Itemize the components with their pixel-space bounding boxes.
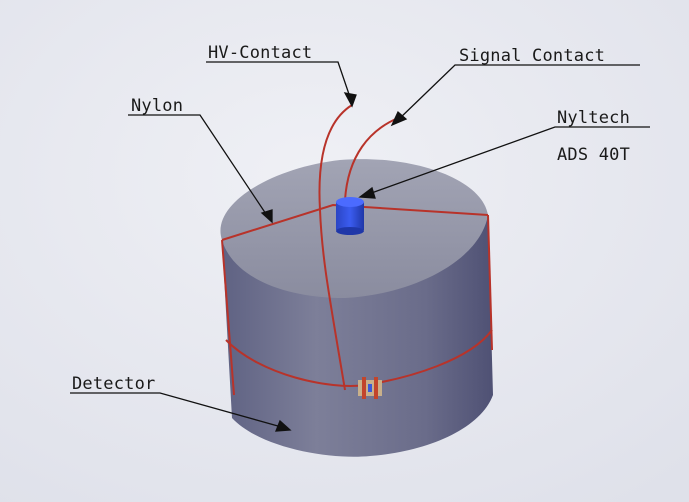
signal-contact-label: Signal Contact (459, 46, 606, 66)
bottom-contact-connector (358, 377, 382, 399)
nylon-top-wire (221, 203, 489, 241)
signal-contact-arrowhead (390, 110, 408, 127)
nyltech-arrowhead (358, 186, 376, 199)
nylon-right-vertical-wire (487, 214, 493, 351)
hv-contact-label: HV-Contact (208, 43, 313, 63)
leader-lines (70, 61, 650, 432)
nyltech-cap (336, 197, 364, 235)
signal-contact-cable (344, 117, 399, 201)
detector-leader (70, 392, 286, 429)
detector-label: Detector (72, 374, 156, 394)
nyltech-model-label: ADS 40T (557, 145, 631, 165)
nylon-label: Nylon (131, 96, 184, 116)
nyltech-label: Nyltech (557, 108, 631, 128)
nylon-arrowhead (260, 209, 273, 224)
nyltech-leader (365, 126, 650, 196)
nylon-left-vertical-wire (221, 239, 235, 396)
hv-contact-arrowhead (343, 92, 357, 108)
nylon-leader (128, 114, 269, 218)
detector-arrowhead (275, 419, 292, 432)
hv-contact-cable (318, 104, 353, 391)
hv-contact-leader (206, 61, 353, 104)
signal-contact-leader (397, 64, 640, 121)
